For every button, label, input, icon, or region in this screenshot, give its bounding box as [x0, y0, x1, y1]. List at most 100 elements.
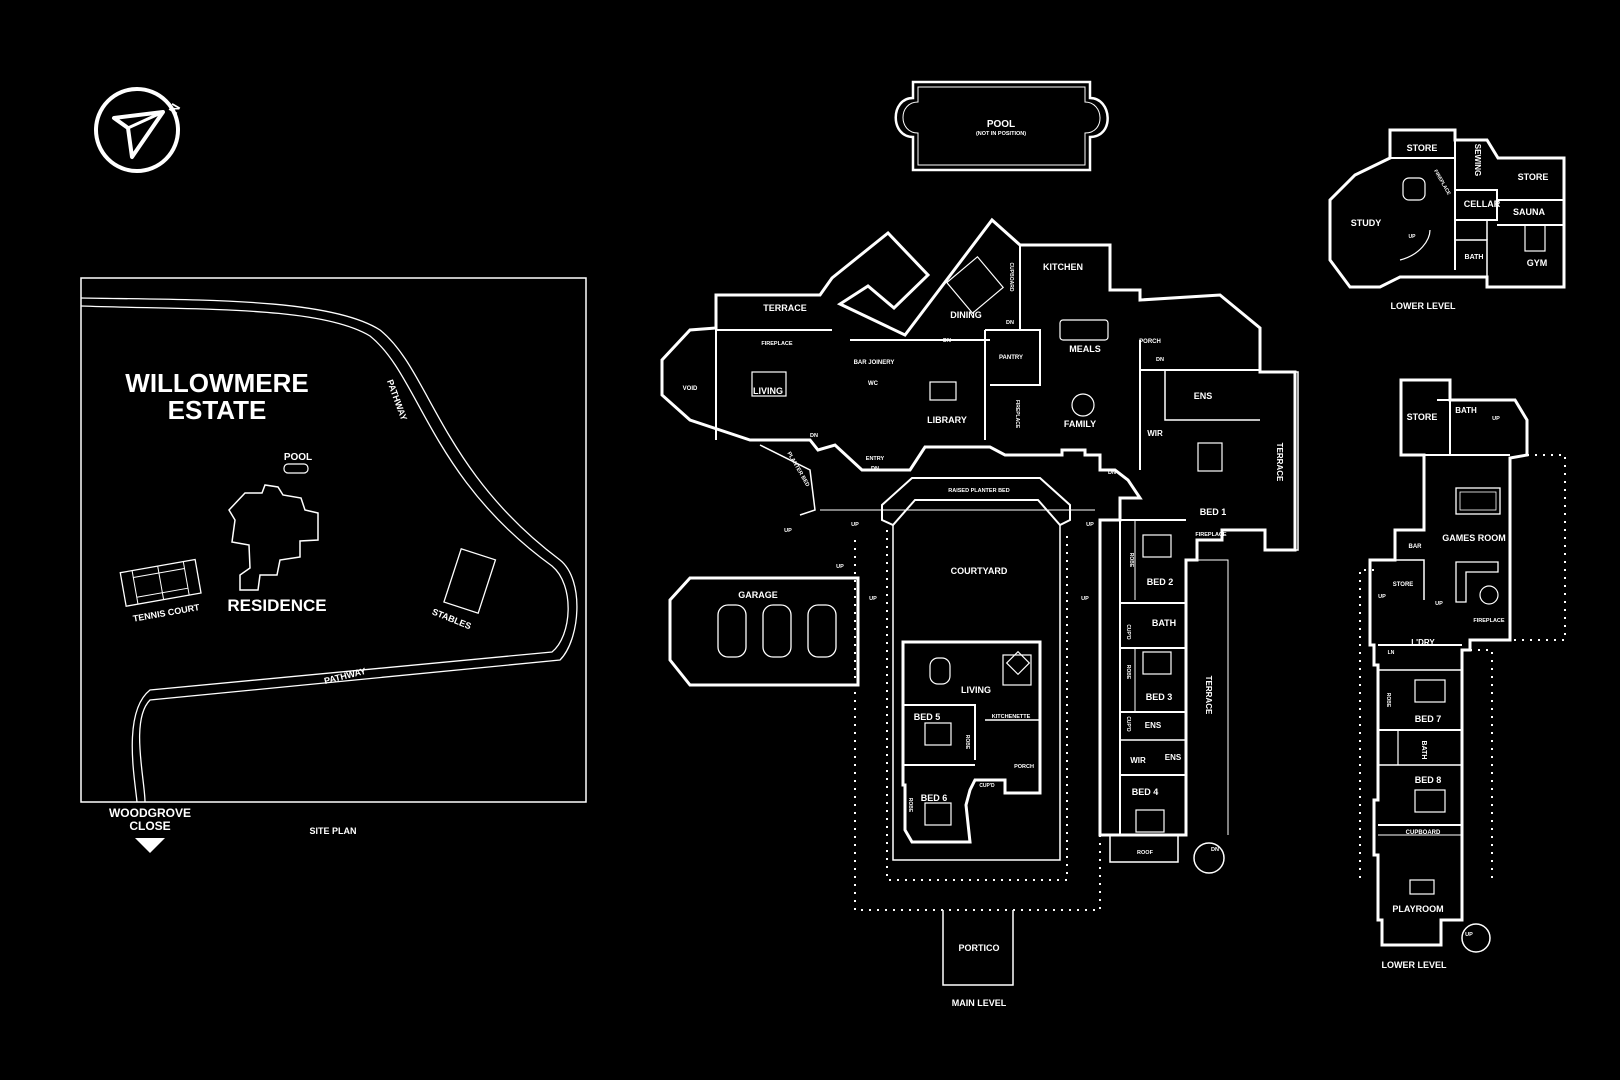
stair-dn-kitchen: DN — [1006, 320, 1014, 326]
ll-top-stair-up: UP — [1409, 234, 1417, 240]
room-garage: GARAGE — [738, 590, 778, 600]
ll-bottom-store2: STORE — [1393, 582, 1414, 588]
ll-bottom-bar: BAR — [1409, 544, 1423, 550]
pool-label: POOL — [987, 119, 1015, 130]
stair-up-2: UP — [851, 522, 859, 528]
room-terrace-top: TERRACE — [763, 303, 807, 313]
room-robe-bed2: ROBE — [1128, 553, 1134, 568]
site-pool-label: POOL — [284, 452, 312, 463]
stair-dn-porch: DN — [1156, 357, 1164, 363]
main-level-caption: MAIN LEVEL — [952, 998, 1007, 1008]
room-ens3: ENS — [1145, 721, 1162, 730]
room-pantry: PANTRY — [999, 355, 1023, 361]
ll-top-study: STUDY — [1351, 218, 1382, 228]
room-wir1: WIR — [1147, 429, 1163, 438]
north-arrow-icon: N — [94, 87, 184, 173]
room-bed3: BED 3 — [1146, 692, 1173, 702]
ll-bottom-stair-up-bath: UP — [1492, 416, 1500, 422]
estate-title-line2: ESTATE — [168, 395, 267, 425]
ll-bottom-stair-up-playroom: UP — [1465, 932, 1473, 938]
stair-dn-dining: DN — [943, 338, 951, 344]
room-porch-guest: PORCH — [1014, 764, 1034, 770]
stair-up-6: UP — [1081, 596, 1089, 602]
room-robe-bed3: ROBE — [1125, 665, 1131, 680]
road-arrow-icon — [135, 838, 165, 853]
site-pathway-label-b: PATHWAY — [323, 666, 367, 686]
lower-level-top-plan: STORE SEWING STORE FIREPLACE CELLAR SAUN… — [1328, 128, 1566, 311]
room-bed6: BED 6 — [921, 793, 948, 803]
ll-bottom-games-room: GAMES ROOM — [1442, 533, 1506, 543]
pool-shape — [894, 80, 1109, 172]
ll-top-sewing: SEWING — [1473, 144, 1482, 176]
ll-top-sauna: SAUNA — [1513, 207, 1546, 217]
ll-bottom-bed8: BED 8 — [1415, 775, 1442, 785]
room-library: LIBRARY — [927, 415, 967, 425]
site-pathway-label-a: PATHWAY — [385, 378, 409, 422]
room-wc: WC — [868, 381, 879, 387]
room-void: VOID — [683, 386, 698, 392]
ll-top-cellar: CELLAR — [1464, 199, 1501, 209]
room-living-guest: LIVING — [961, 685, 991, 695]
stair-dn-roof: DN — [1211, 847, 1219, 853]
room-cupboard: CUPBOARD — [1008, 263, 1014, 292]
ll-bottom-playroom: PLAYROOM — [1392, 904, 1443, 914]
ll-top-store2: STORE — [1518, 172, 1549, 182]
room-ens4: ENS — [1165, 753, 1182, 762]
ll-bottom-bath2: BATH — [1420, 741, 1427, 760]
main-level-plan: POOL (NOT IN POSITION) — [660, 80, 1299, 1008]
room-cupd-bath: CUP'D — [1125, 624, 1131, 640]
room-bath: BATH — [1152, 618, 1176, 628]
stair-dn-living: DN — [810, 433, 818, 439]
room-roof: ROOF — [1137, 850, 1154, 856]
room-kitchen: KITCHEN — [1043, 262, 1083, 272]
stair-dn-entry: DN — [871, 466, 879, 472]
room-meals: MEALS — [1069, 344, 1101, 354]
spiral-stair-lower — [1461, 923, 1491, 953]
ll-bottom-stair-up-games: UP — [1435, 601, 1443, 607]
room-porch-top: PORCH — [1139, 339, 1161, 345]
spiral-stair-main — [1193, 842, 1225, 874]
road-label-line1: WOODGROVE — [109, 806, 191, 820]
room-bed5: BED 5 — [914, 712, 941, 722]
site-stables-label: STABLES — [431, 607, 473, 632]
pool-table-icon — [1455, 487, 1501, 515]
room-ens1: ENS — [1194, 391, 1213, 401]
ll-top-store1: STORE — [1407, 143, 1438, 153]
room-cupd-guest: CUP'D — [979, 783, 995, 789]
room-kitchenette: KITCHENETTE — [992, 714, 1031, 720]
room-bar-joinery: BAR JOINERY — [854, 360, 895, 366]
room-bed4: BED 4 — [1132, 787, 1159, 797]
site-residence-footprint — [228, 484, 319, 591]
room-family: FAMILY — [1064, 419, 1096, 429]
room-fireplace-living: FIREPLACE — [761, 341, 793, 347]
stair-dn-courtyard: DN — [1108, 470, 1116, 476]
ll-bottom-fireplace: FIREPLACE — [1473, 618, 1505, 624]
room-cupd-ens: CUP'D — [1125, 716, 1131, 732]
north-label: N — [166, 101, 184, 117]
ll-bottom-bed7: BED 7 — [1415, 714, 1442, 724]
site-plan: WILLOWMERE ESTATE POOL RESIDENCE TENNIS … — [80, 277, 587, 853]
room-robe-bed6: ROBE — [907, 798, 913, 813]
room-terrace-east: TERRACE — [1204, 676, 1213, 715]
ll-bottom-cupboard: CUPBOARD — [1406, 830, 1441, 836]
room-bed1: BED 1 — [1200, 507, 1227, 517]
site-pool-shape — [283, 463, 309, 474]
ll-top-fireplace: FIREPLACE — [1432, 169, 1452, 197]
ll-top-caption: LOWER LEVEL — [1391, 301, 1457, 311]
site-stables — [443, 547, 497, 614]
road-label-line2: CLOSE — [129, 819, 170, 833]
room-raised-planter: RAISED PLANTER BED — [948, 488, 1009, 494]
room-living: LIVING — [753, 386, 783, 396]
ll-bottom-robe-bed7: ROBE — [1385, 693, 1391, 708]
room-wir4: WIR — [1130, 756, 1146, 765]
ll-bottom-caption: LOWER LEVEL — [1382, 960, 1448, 970]
ll-bottom-stair-up-store: UP — [1378, 594, 1386, 600]
pool-note: (NOT IN POSITION) — [976, 131, 1026, 137]
room-robe-bed5: ROBE — [964, 735, 970, 750]
room-dining: DINING — [950, 310, 982, 320]
site-tennis-court — [119, 558, 202, 607]
estate-title-line1: WILLOWMERE — [125, 368, 308, 398]
room-fireplace-bed1: FIREPLACE — [1195, 532, 1227, 538]
ll-bottom-bath: BATH — [1455, 406, 1477, 415]
